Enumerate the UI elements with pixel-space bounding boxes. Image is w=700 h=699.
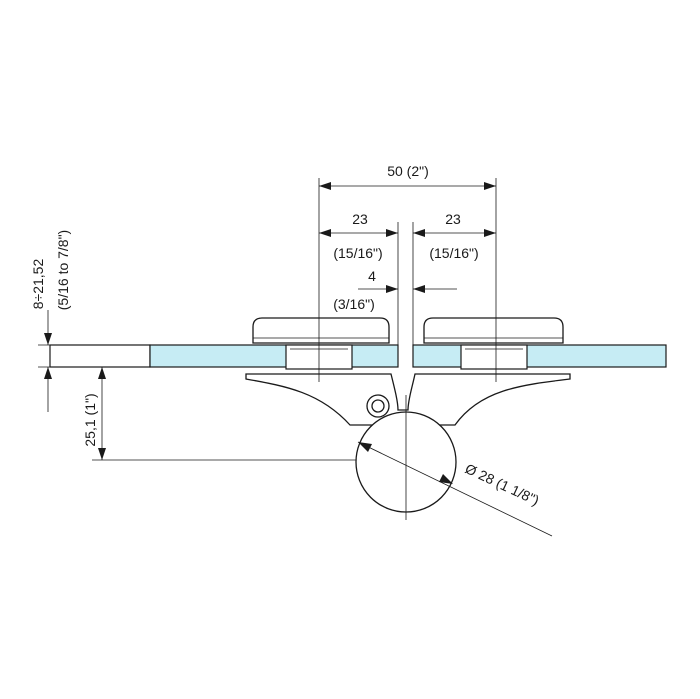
right-glass-panel: [412, 344, 667, 368]
extension-lines: [38, 178, 497, 520]
dimension-glass-thickness-in: (5/16 to 7/8"): [55, 230, 71, 310]
dimension-overall-label: 50 (2"): [387, 163, 429, 179]
dimension-left-plate-in: (15/16"): [333, 245, 382, 261]
dimension-gap: [358, 285, 457, 293]
dimension-gap-in: (3/16"): [333, 296, 375, 312]
right-top-plate: [423, 317, 564, 344]
screw-icon: [366, 394, 390, 418]
dimension-glass-thickness: [44, 310, 52, 412]
dimension-glass-thickness-mm: 8÷21,52: [30, 259, 46, 310]
dimension-gap-mm: 4: [368, 268, 376, 284]
hinge-bracket: [245, 373, 571, 426]
dimension-overall: [319, 182, 496, 190]
dimension-left-plate: [319, 229, 398, 237]
dimension-right-plate-mm: 23: [445, 211, 461, 227]
right-clamp-insert: [460, 344, 528, 370]
dimension-diameter: [357, 441, 553, 537]
dimension-right-plate: [413, 229, 496, 237]
dimension-right-plate-in: (15/16"): [429, 245, 478, 261]
left-top-plate: [252, 317, 390, 344]
dimension-left-plate-mm: 23: [352, 211, 368, 227]
dimension-offset-label: 25,1 (1"): [82, 393, 98, 446]
dimension-diameter-label: Ø 28 (1 1/8"): [463, 460, 542, 508]
dimension-offset: [98, 367, 106, 460]
